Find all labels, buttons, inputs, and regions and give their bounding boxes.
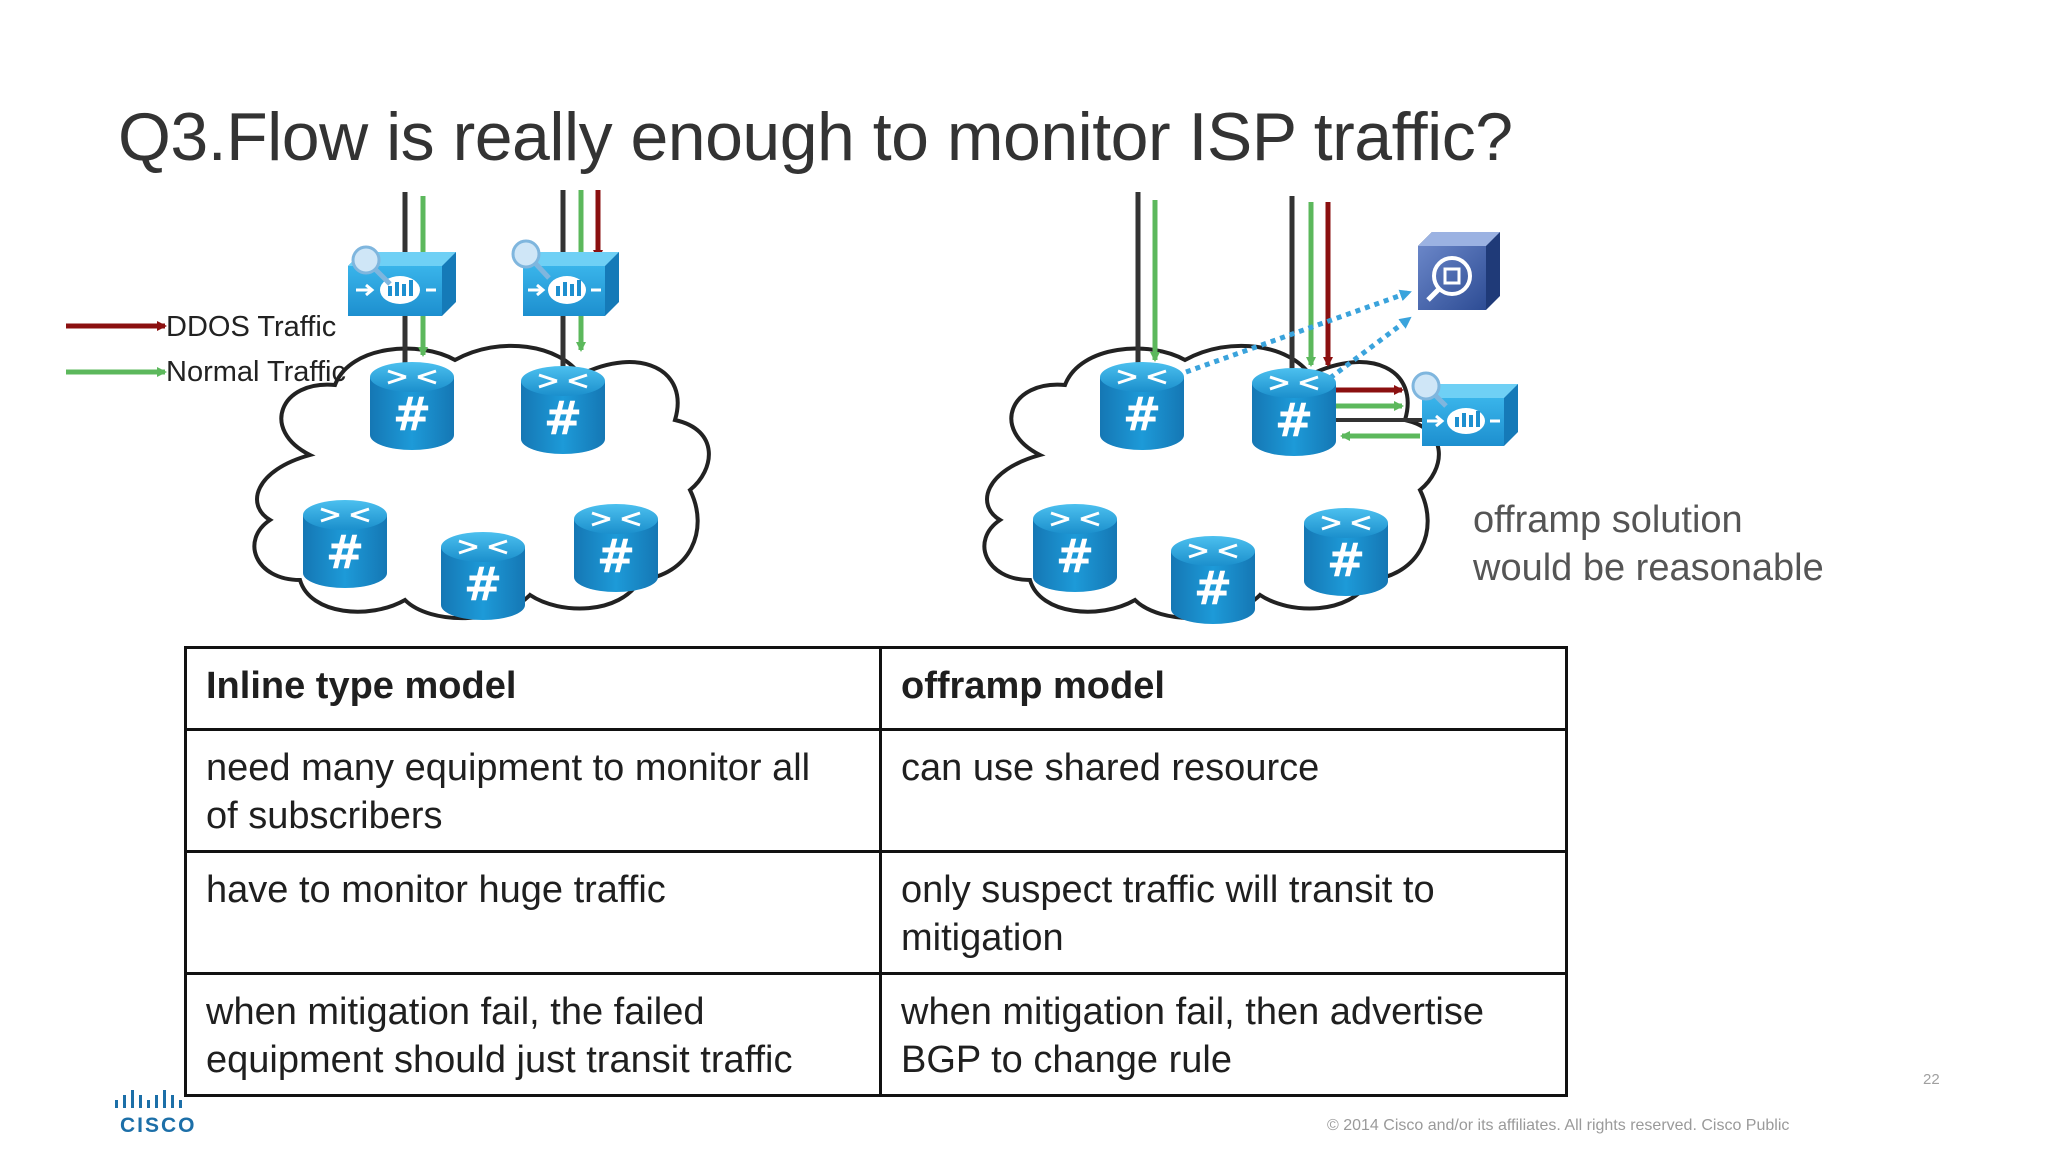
cell-line: of subscribers: [206, 795, 443, 837]
router-icon: #: [521, 366, 605, 454]
router-icon: #: [441, 532, 525, 620]
table-cell: can use shared resource: [879, 728, 1568, 853]
routers: # # # # # # # # # #: [303, 362, 1388, 624]
inline-monitor-device-icon: [348, 245, 456, 316]
cisco-logo-text: CISCO: [120, 1114, 197, 1137]
router-label: #: [1056, 529, 1095, 583]
cell-line: only suspect traffic will transit to: [901, 869, 1435, 911]
note-line: would be reasonable: [1473, 547, 1824, 589]
cell-line: mitigation: [901, 917, 1064, 959]
cisco-logo-icon: [115, 1090, 182, 1108]
note-line: offramp solution: [1473, 499, 1743, 541]
cell-line: equipment should just transit traffic: [206, 1039, 793, 1081]
offramp-mitigation-device-icon: [1411, 371, 1518, 446]
cell-line: when mitigation fail, the failed: [206, 991, 705, 1033]
header-inline-model: Inline type model: [184, 646, 882, 731]
comparison-table: Inline type model offramp model need man…: [184, 646, 1568, 1097]
header-offramp-model: offramp model: [879, 646, 1568, 731]
table-cell: when mitigation fail, then advertise BGP…: [879, 972, 1568, 1097]
cell-line: have to monitor huge traffic: [206, 869, 666, 911]
router-icon: #: [1252, 368, 1336, 456]
inline-monitor-device-icon: [511, 239, 619, 316]
slide-title: Q3.Flow is really enough to monitor ISP …: [118, 99, 1513, 175]
control-dotted-arrow: [1328, 316, 1412, 380]
router-icon: #: [1033, 504, 1117, 592]
router-label: #: [393, 387, 432, 441]
router-label: #: [1123, 387, 1162, 441]
copyright-footer: © 2014 Cisco and/or its affiliates. All …: [1327, 1117, 1790, 1134]
table-cell: have to monitor huge traffic: [184, 850, 882, 975]
router-label: #: [544, 391, 583, 445]
legend-ddos-label: DDOS Traffic: [166, 311, 336, 343]
router-label: #: [597, 529, 636, 583]
cell-line: when mitigation fail, then advertise: [901, 991, 1484, 1033]
router-label: #: [1275, 393, 1314, 447]
router-icon: #: [1100, 362, 1184, 450]
analyzer-cube-icon: [1418, 232, 1500, 310]
router-icon: #: [1304, 508, 1388, 596]
offramp-note: offramp solution would be reasonable: [1473, 496, 1824, 592]
table-row: when mitigation fail, the failed equipme…: [184, 972, 1568, 1097]
table-cell: only suspect traffic will transit to mit…: [879, 850, 1568, 975]
page-number: 22: [1923, 1071, 1940, 1088]
cell-line: BGP to change rule: [901, 1039, 1232, 1081]
router-icon: #: [303, 500, 387, 588]
cell-line: need many equipment to monitor all: [206, 747, 811, 789]
router-icon: #: [370, 362, 454, 450]
table-cell: when mitigation fail, the failed equipme…: [184, 972, 882, 1097]
router-label: #: [464, 557, 503, 611]
legend-normal-label: Normal Traffic: [166, 356, 346, 388]
table-cell: need many equipment to monitor all of su…: [184, 728, 882, 853]
cell-line: can use shared resource: [901, 747, 1320, 789]
table-row: need many equipment to monitor all of su…: [184, 728, 1568, 853]
router-label: #: [1327, 533, 1366, 587]
router-label: #: [1194, 561, 1233, 615]
router-icon: #: [574, 504, 658, 592]
table-header-row: Inline type model offramp model: [184, 646, 1568, 731]
router-label: #: [326, 525, 365, 579]
router-icon: #: [1171, 536, 1255, 624]
table-row: have to monitor huge traffic only suspec…: [184, 850, 1568, 975]
